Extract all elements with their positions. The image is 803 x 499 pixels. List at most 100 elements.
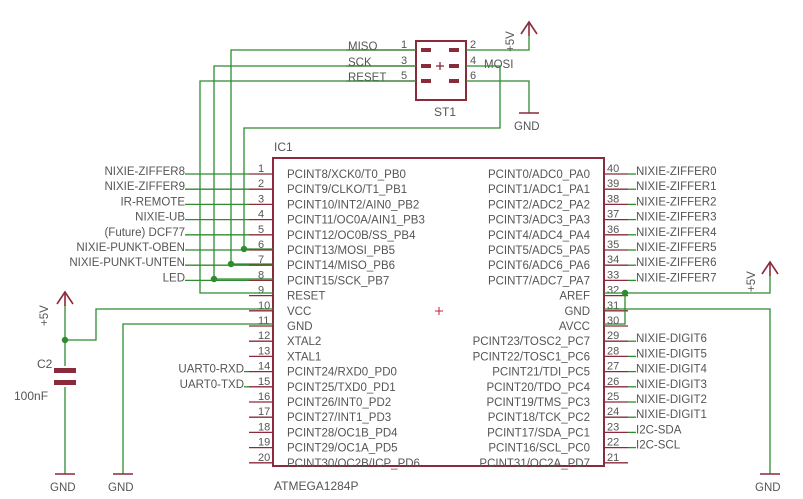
ic-pin-name: PCINT20/TDO_PC4 <box>486 382 590 394</box>
ic-pin-name: AVCC <box>559 321 590 333</box>
ic-pin-number: 30 <box>607 315 619 327</box>
gnd-label-header: GND <box>514 121 540 133</box>
c2-value: 100nF <box>14 389 48 403</box>
net-label: NIXIE-PUNKT-OBEN <box>76 242 185 254</box>
vcc-symbol-right: +5V <box>746 260 779 292</box>
ic-pin-name: PCINT10/INT2/AIN0_PB2 <box>287 199 419 211</box>
ic-pin-name: PCINT19/TMS_PC3 <box>486 397 590 409</box>
ic-pin-name: PCINT13/MOSI_PB5 <box>287 245 395 257</box>
ic-pin-name: PCINT31/OC2A_PD7 <box>479 458 590 470</box>
net-label: NIXIE-ZIFFER2 <box>636 196 717 208</box>
ic-pin-name: PCINT8/XCK0/T0_PB0 <box>287 169 406 181</box>
ic-pin-number: 19 <box>258 437 270 449</box>
net-label: NIXIE-ZIFFER5 <box>636 242 717 254</box>
ic-pin-number: 25 <box>607 391 619 403</box>
net-label: NIXIE-ZIFFER3 <box>636 212 717 224</box>
st1-contacts <box>421 48 459 83</box>
ic-pin-name: PCINT27/INT1_PD3 <box>287 412 391 424</box>
ic-pin-name: PCINT16/SCL_PC0 <box>488 443 590 455</box>
vcc-symbol-left: +5V <box>39 290 74 326</box>
ic-pin-number: 9 <box>258 285 264 297</box>
ic-pin-number: 12 <box>258 330 270 342</box>
st1-pin-number: 4 <box>470 55 476 67</box>
st1-pin-number: 3 <box>401 55 407 67</box>
ic-pin-number: 27 <box>607 361 619 373</box>
ic-pin-number: 1 <box>258 163 264 175</box>
ic-pin-number: 24 <box>607 406 619 418</box>
ic-pin-number: 15 <box>258 376 270 388</box>
gnd-symbol-ic: GND <box>108 473 134 494</box>
ic-pin-name: RESET <box>287 291 325 303</box>
st1-pin-number: 6 <box>470 70 476 82</box>
net-labels-left: NIXIE-ZIFFER8NIXIE-ZIFFER9IR-REMOTENIXIE… <box>69 166 249 284</box>
c2-plate-top <box>54 368 76 373</box>
c2-designator: C2 <box>37 357 53 371</box>
ic-pin-name: PCINT4/ADC4_PA4 <box>488 230 591 242</box>
st1-pin-number: 2 <box>470 39 476 51</box>
ic-pin-name: XTAL2 <box>287 336 321 348</box>
ic-pin-number: 8 <box>258 269 264 281</box>
capacitor-c2: C2 100nF <box>14 357 76 403</box>
ic-pin-number: 13 <box>258 345 270 357</box>
ic-pin-number: 20 <box>258 452 270 464</box>
ic-pin-name: PCINT15/SCK_PB7 <box>287 275 389 287</box>
ic-pin-number: 22 <box>607 437 619 449</box>
vcc-label-header: +5V <box>505 31 517 52</box>
ic-pin-name: PCINT17/SDA_PC1 <box>487 427 590 439</box>
net-label: (Future) DCF77 <box>104 227 185 239</box>
vcc-label-right: +5V <box>746 271 758 292</box>
ic-pin-name: PCINT22/TOSC1_PC6 <box>473 351 590 363</box>
gnd-symbol-header: GND <box>514 112 540 133</box>
gnd-label-right: GND <box>755 482 781 494</box>
ic-pin-name: PCINT14/MISO_PB6 <box>287 260 395 272</box>
ic-pin-number: 35 <box>607 239 619 251</box>
vcc-label-left: +5V <box>39 305 51 326</box>
ic-pin-name: PCINT29/OC1A_PD5 <box>287 443 398 455</box>
ic-pin-name: GND <box>564 306 590 318</box>
st1-pin-number: 1 <box>401 39 407 51</box>
gnd-symbol-right: GND <box>755 473 781 494</box>
ic-pin-number: 23 <box>607 421 619 433</box>
ic-pin-number: 16 <box>258 391 270 403</box>
ic1-part-number: ATMEGA1284P <box>274 479 358 493</box>
net-label: NIXIE-PUNKT-UNTEN <box>69 257 185 269</box>
net-label: I2C-SCL <box>636 440 681 452</box>
ic-pin-number: 18 <box>258 421 270 433</box>
net-label: I2C-SDA <box>636 424 682 436</box>
ic-pin-name: PCINT5/ADC5_PA5 <box>488 245 590 257</box>
ic-pin-name: XTAL1 <box>287 351 321 363</box>
net-label: NIXIE-ZIFFER9 <box>104 181 185 193</box>
st1-pin-number: 5 <box>401 70 407 82</box>
ic-pin-number: 6 <box>258 239 264 251</box>
ic-pin-name: AREF <box>559 291 590 303</box>
ic-pin-number: 14 <box>258 361 270 373</box>
ic-pin-name: PCINT6/ADC6_PA6 <box>488 260 590 272</box>
net-label: NIXIE-DIGIT3 <box>636 379 707 391</box>
net-label: IR-REMOTE <box>120 196 185 208</box>
net-label: NIXIE-DIGIT4 <box>636 364 708 376</box>
ic-pin-name: PCINT3/ADC3_PA3 <box>488 215 590 227</box>
st1-pin-label: MISO <box>348 41 377 53</box>
net-label: NIXIE-DIGIT2 <box>636 394 707 406</box>
c2-plate-bottom <box>54 380 76 385</box>
gnd-symbol-cap: GND <box>50 473 76 494</box>
net-label: NIXIE-ZIFFER4 <box>636 227 717 239</box>
ic-pin-number: 5 <box>258 224 264 236</box>
ic-pin-name: PCINT1/ADC1_PA1 <box>488 184 590 196</box>
ic-pin-name: PCINT0/ADC0_PA0 <box>488 169 590 181</box>
ic-pin-name: PCINT7/ADC7_PA7 <box>488 275 590 287</box>
ic-pin-number: 21 <box>607 452 619 464</box>
ic-pin-number: 32 <box>607 285 619 297</box>
st1-body <box>415 40 467 101</box>
ic-pin-number: 26 <box>607 376 619 388</box>
ic-pin-name: PCINT12/OC0B/SS_PB4 <box>287 230 416 242</box>
ic1-designator: IC1 <box>274 140 293 154</box>
net-label: LED <box>163 272 185 284</box>
ic-pin-name: VCC <box>287 306 311 318</box>
ic1-right-pins: 40PCINT0/ADC0_PA039PCINT1/ADC1_PA138PCIN… <box>473 163 628 470</box>
ic-pin-number: 29 <box>607 330 619 342</box>
